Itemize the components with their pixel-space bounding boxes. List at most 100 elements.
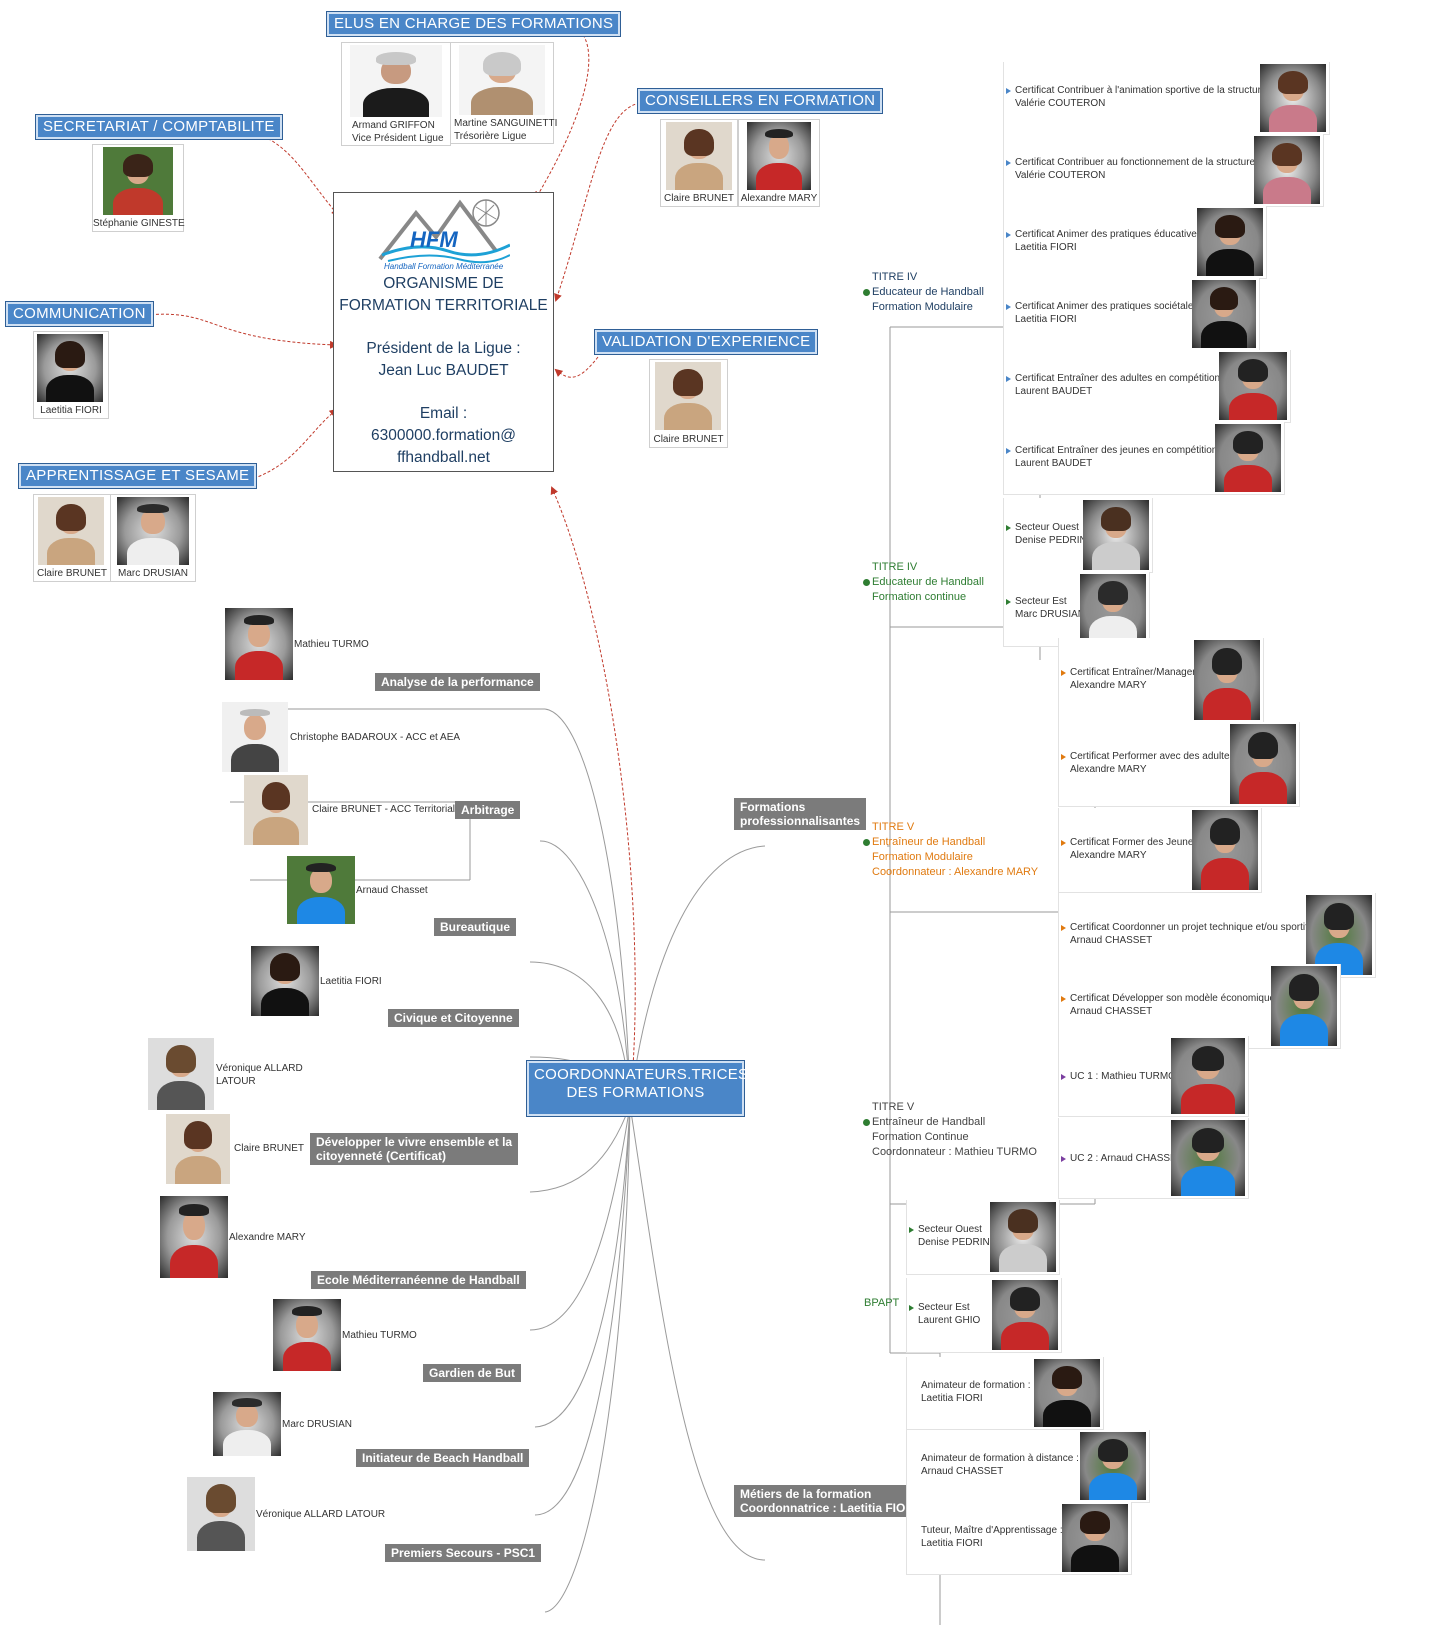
item-person: Denise PEDRINI bbox=[1015, 535, 1090, 546]
branch-metiers-formation[interactable]: Métiers de la formation Coordonnatrice :… bbox=[734, 1485, 924, 1517]
person-photo bbox=[287, 856, 355, 924]
center-line6: 6300000.formation@ bbox=[371, 427, 516, 444]
titre-line3: Formation Modulaire bbox=[872, 301, 973, 313]
branch-line1: Développer le vivre ensemble et la bbox=[316, 1135, 513, 1149]
titre-line3: Formation Modulaire bbox=[872, 851, 973, 863]
elus-person-2: Martine SANGUINETTI Trésorière Ligue bbox=[450, 42, 558, 144]
conseillers-person-1: Claire BRUNET bbox=[660, 119, 738, 207]
coordo-title-line1: COORDONNATEURS.TRICES bbox=[534, 1066, 749, 1083]
item-title: Tuteur, Maître d'Apprentissage : bbox=[921, 1525, 1063, 1536]
person-role: Vice Président Ligue bbox=[352, 133, 444, 144]
item-person: Denise PEDRINI bbox=[918, 1237, 993, 1248]
person-name: Alexandre MARY bbox=[740, 193, 818, 204]
item-title: Certificat Développer son modèle économi… bbox=[1070, 993, 1276, 1004]
person-photo bbox=[1034, 1359, 1100, 1427]
item-person: Arnaud CHASSET bbox=[1070, 935, 1153, 946]
person-photo bbox=[225, 608, 293, 680]
flag-icon bbox=[1061, 996, 1066, 1002]
apprentissage-title[interactable]: APPRENTISSAGE ET SESAME bbox=[18, 463, 258, 489]
person-name: Martine SANGUINETTI bbox=[454, 118, 558, 129]
branch-bureautique[interactable]: Bureautique bbox=[434, 918, 517, 936]
branch-premiers-secours[interactable]: Premiers Secours - PSC1 bbox=[385, 1544, 542, 1562]
item-title: Secteur Ouest bbox=[1015, 522, 1079, 533]
person-photo bbox=[160, 1196, 228, 1278]
person-photo bbox=[1230, 724, 1296, 804]
person-photo bbox=[1171, 1038, 1245, 1114]
coordonnateurs-title[interactable]: COORDONNATEURS.TRICES DES FORMATIONS bbox=[526, 1060, 749, 1117]
civique-person: Laetitia FIORI bbox=[320, 976, 382, 987]
apprentissage-person-2: Marc DRUSIAN bbox=[110, 494, 196, 582]
coordo-title-line2: DES FORMATIONS bbox=[566, 1084, 705, 1101]
communication-title[interactable]: COMMUNICATION bbox=[5, 301, 154, 327]
item-person: Laetitia FIORI bbox=[921, 1393, 983, 1404]
item-person: Alexandre MARY bbox=[1070, 680, 1147, 691]
bpapt[interactable]: BPAPT bbox=[864, 1297, 900, 1309]
person-photo bbox=[213, 1392, 281, 1456]
elus-person-1: Armand GRIFFON Vice Président Ligue bbox=[341, 42, 451, 146]
svg-text:HFM: HFM bbox=[410, 227, 458, 252]
titre4-continue[interactable]: TITRE IV Educateur de Handball Formation… bbox=[863, 560, 984, 605]
titre-line1: TITRE V bbox=[872, 821, 915, 833]
item-title: Secteur Ouest bbox=[918, 1224, 982, 1235]
person-name: Claire BRUNET bbox=[36, 568, 107, 579]
elus-title[interactable]: ELUS EN CHARGE DES FORMATIONS bbox=[326, 11, 622, 37]
secretariat-title[interactable]: SECRETARIAT / COMPTABILITE bbox=[35, 114, 283, 140]
titre5-continue[interactable]: TITRE V Entraîneur de Handball Formation… bbox=[863, 1100, 1037, 1160]
person-photo bbox=[1062, 1504, 1128, 1572]
titre-line1: TITRE IV bbox=[872, 561, 918, 573]
person-photo bbox=[1080, 1432, 1146, 1500]
person-photo bbox=[1192, 280, 1256, 348]
branch-beach-handball[interactable]: Initiateur de Beach Handball bbox=[356, 1449, 530, 1467]
branch-gardien-de-but[interactable]: Gardien de But bbox=[423, 1364, 522, 1382]
apprentissage-person-1: Claire BRUNET bbox=[33, 494, 111, 582]
item-title: Certificat Entraîner des jeunes en compé… bbox=[1015, 445, 1218, 456]
validation-title[interactable]: VALIDATION D'EXPERIENCE bbox=[594, 329, 819, 355]
branch-civique-citoyenne[interactable]: Civique et Citoyenne bbox=[388, 1009, 519, 1027]
item-title: UC 2 : Arnaud CHASSET bbox=[1070, 1153, 1183, 1164]
communication-person: Laetitia FIORI bbox=[33, 331, 109, 419]
beach-person: Marc DRUSIAN bbox=[282, 1419, 353, 1430]
branch-arbitrage[interactable]: Arbitrage bbox=[455, 801, 521, 819]
branch-analyse-performance[interactable]: Analyse de la performance bbox=[375, 673, 540, 691]
person-photo bbox=[666, 122, 732, 190]
item-person: Alexandre MARY bbox=[1070, 764, 1147, 775]
titre4-modulaire[interactable]: TITRE IV Educateur de Handball Formation… bbox=[863, 270, 984, 315]
item-person: Arnaud CHASSET bbox=[921, 1466, 1004, 1477]
person-photo bbox=[1192, 810, 1258, 890]
developper-person-1b: LATOUR bbox=[216, 1076, 256, 1087]
check-icon bbox=[863, 289, 870, 296]
titre-line2: Educateur de Handball bbox=[863, 575, 984, 590]
person-name: Laetitia FIORI bbox=[40, 405, 102, 416]
check-icon bbox=[863, 839, 870, 846]
titre5-modulaire[interactable]: TITRE V Entraîneur de Handball Formation… bbox=[863, 820, 1038, 880]
person-photo bbox=[655, 362, 721, 430]
item-person: Laetitia FIORI bbox=[1015, 314, 1077, 325]
person-photo bbox=[244, 775, 308, 845]
person-photo bbox=[747, 122, 811, 190]
branch-formations-professionnalisantes[interactable]: Formations professionnalisantes bbox=[734, 798, 867, 830]
item-title: Certificat Animer des pratiques éducativ… bbox=[1015, 229, 1202, 240]
person-photo bbox=[1254, 136, 1320, 204]
person-photo bbox=[1197, 208, 1263, 276]
item-person: Marc DRUSIAN bbox=[1015, 609, 1086, 620]
person-photo bbox=[1260, 64, 1326, 132]
ecole-person: Alexandre MARY bbox=[229, 1232, 306, 1243]
item-title: Certificat Performer avec des adultes bbox=[1070, 751, 1235, 762]
psc1-person: Véronique ALLARD LATOUR bbox=[256, 1509, 386, 1520]
center-line7: ffhandball.net bbox=[397, 449, 490, 466]
item-person: Laurent BAUDET bbox=[1015, 458, 1093, 469]
branch-vivre-ensemble[interactable]: Développer le vivre ensemble et la citoy… bbox=[310, 1133, 519, 1165]
conseillers-title[interactable]: CONSEILLERS EN FORMATION bbox=[637, 88, 884, 114]
branch-ecole-mediterraneenne[interactable]: Ecole Méditerranéenne de Handball bbox=[311, 1271, 526, 1289]
person-photo bbox=[1194, 640, 1260, 720]
item-title: Secteur Est bbox=[1015, 596, 1067, 607]
person-name: Claire BRUNET bbox=[653, 434, 724, 445]
flag-icon bbox=[1061, 1074, 1066, 1080]
person-photo bbox=[990, 1202, 1056, 1272]
branch-line2: professionnalisantes bbox=[740, 814, 861, 828]
titre-line3: Formation continue bbox=[872, 591, 967, 603]
person-name: Marc DRUSIAN bbox=[117, 568, 188, 579]
titre-line1: TITRE V bbox=[872, 1101, 915, 1113]
person-photo bbox=[222, 702, 288, 772]
item-person: Laetitia FIORI bbox=[921, 1538, 983, 1549]
